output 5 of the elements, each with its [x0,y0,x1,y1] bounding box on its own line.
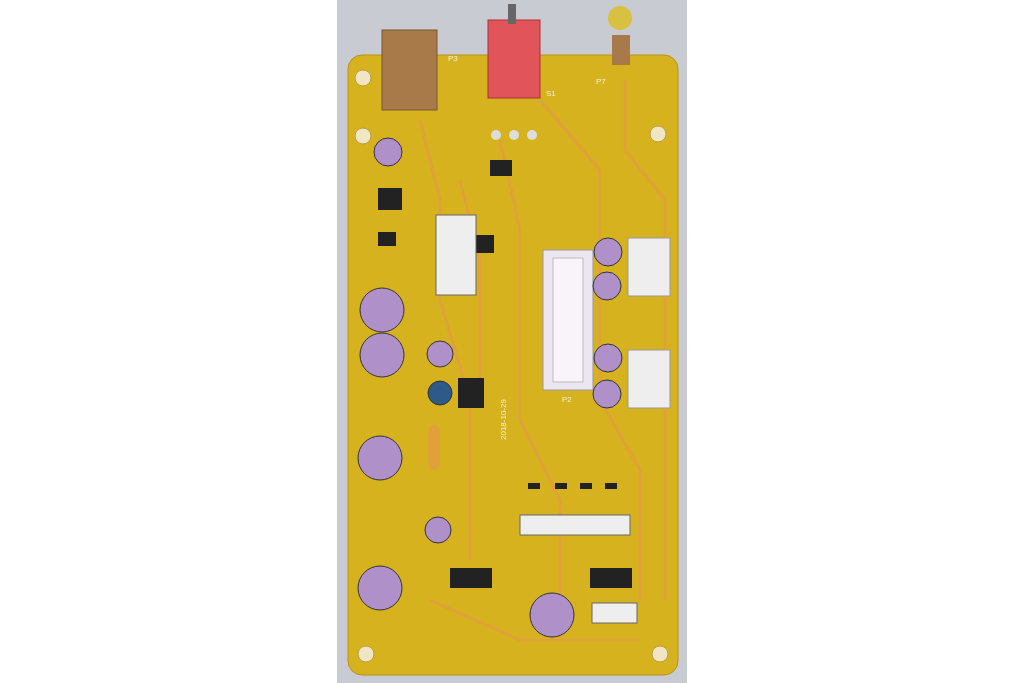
part-label: S1 [546,90,556,98]
part-label: P7 [596,78,606,86]
part-label: P2 [562,396,572,404]
part-label: P3 [448,55,458,63]
date-marking: 2018-10-29 [500,399,508,440]
